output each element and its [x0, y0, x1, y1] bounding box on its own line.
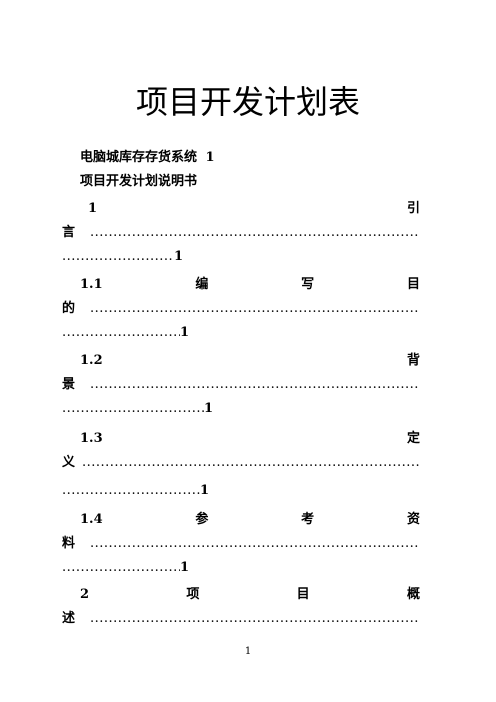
dot-leader: ........................................…: [90, 377, 420, 392]
toc-entry-1-3-row1: 1.3 定: [80, 427, 420, 451]
toc-entry-char: 编: [195, 277, 209, 292]
toc-entry-1-3-row2: 义 ......................................…: [62, 451, 420, 475]
toc-entry-1-4-row1: 1.4 参 考 资: [80, 508, 420, 532]
toc-entry-char: 言: [62, 225, 76, 240]
toc-entry-1-1-row3: ........................................…: [62, 321, 420, 345]
toc-entry-char: 考: [301, 512, 315, 527]
toc-page-number: 1: [180, 325, 190, 340]
toc-entry-2-row1: 2 项 目 概: [80, 583, 420, 607]
toc-doc-line: 项目开发计划说明书: [80, 170, 438, 194]
toc-entry-char: 料: [62, 536, 76, 551]
toc-entry-char: 目: [406, 277, 420, 292]
page-number: 1: [244, 646, 252, 657]
toc-entry-char: 资: [406, 512, 420, 527]
dot-leader: ........................................…: [82, 455, 420, 470]
toc-entry-number: 1.1: [80, 277, 103, 292]
toc-entry-char: 目: [296, 587, 310, 602]
toc-entry-number: 1.4: [80, 512, 103, 527]
page-title: 项目开发计划表: [135, 83, 360, 121]
toc-entry-1-1-row2: 的 ......................................…: [62, 297, 420, 321]
toc-entry-1-4-row2: 料 ......................................…: [62, 532, 420, 556]
dot-leader: ........................................…: [90, 611, 420, 626]
toc-entry-char: 义: [62, 455, 76, 470]
dot-leader: ........................................…: [62, 483, 200, 498]
toc-entry-1-2-row1: 1.2 背: [80, 349, 420, 373]
toc-entry-1-2-row2: 景 ......................................…: [62, 373, 420, 397]
toc-entry-char: 写: [301, 277, 315, 292]
toc-entry-char: 的: [62, 301, 76, 316]
toc-entry-char: 项: [186, 587, 200, 602]
dot-leader: ........................................…: [62, 249, 174, 264]
toc-entry-1-2-row3: ........................................…: [62, 397, 420, 421]
dot-leader: ........................................…: [90, 301, 420, 316]
toc-entry-char: 参: [195, 512, 209, 527]
toc-entry-1-row1: 1 引: [88, 197, 420, 221]
toc-entry-1-row2: 言 ......................................…: [62, 221, 420, 245]
toc-page-number: 1: [180, 560, 190, 575]
toc-system-line: 电脑城库存存货系统 1: [80, 146, 438, 170]
toc-entry-number: 1: [88, 201, 98, 216]
toc-entry-char: 背: [406, 353, 420, 368]
toc-entry-1-4-row3: ........................................…: [62, 556, 420, 580]
toc-entry-char: 概: [406, 587, 420, 602]
toc-entry-1-3-row3: ........................................…: [62, 479, 420, 503]
toc-entry-1-1-row1: 1.1 编 写 目: [80, 273, 420, 297]
toc-entry-2-row2: 述 ......................................…: [62, 607, 420, 631]
dot-leader: ........................................…: [62, 560, 180, 575]
toc-entry-char: 景: [62, 377, 76, 392]
dot-leader: ........................................…: [90, 536, 420, 551]
system-page-number: 1: [205, 150, 215, 165]
doc-name: 项目开发计划说明书: [80, 174, 198, 189]
toc-page-number: 1: [200, 483, 210, 498]
dot-leader: ........................................…: [62, 325, 180, 340]
toc-entry-char: 述: [62, 611, 76, 626]
system-name: 电脑城库存存货系统: [80, 150, 198, 165]
toc-page-number: 1: [204, 401, 214, 416]
dot-leader: ........................................…: [62, 401, 204, 416]
toc-entry-number: 2: [80, 587, 90, 602]
toc-entry-1-row3: ........................................…: [62, 245, 420, 269]
toc-entry-number: 1.3: [80, 431, 103, 446]
toc-entry-number: 1.2: [80, 353, 103, 368]
toc-entry-char: 定: [406, 431, 420, 446]
toc-entry-char: 引: [406, 201, 420, 216]
toc-page-number: 1: [174, 249, 184, 264]
dot-leader: ........................................…: [90, 225, 420, 240]
